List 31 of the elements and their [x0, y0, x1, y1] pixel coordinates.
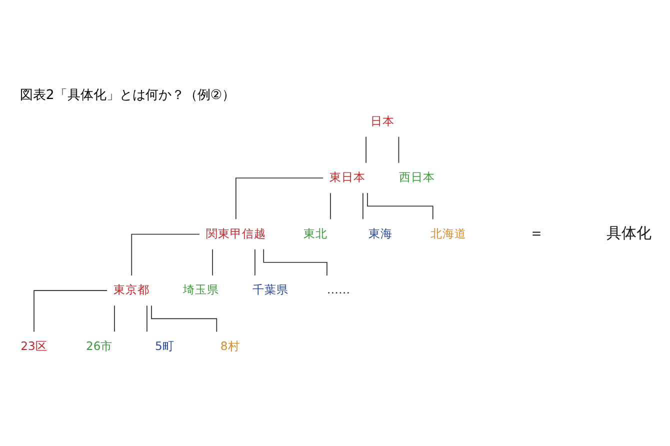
node-text: 関東甲信越	[206, 226, 266, 240]
node-text: 西日本	[399, 170, 436, 184]
connector	[398, 136, 400, 163]
connector	[254, 248, 256, 276]
node-text: 東日本	[330, 170, 366, 184]
connector	[34, 290, 108, 332]
node-text: ……	[326, 282, 350, 296]
node-text: 東海	[368, 226, 393, 240]
connector	[114, 304, 115, 332]
connector	[367, 192, 434, 220]
node-text: 東北	[303, 226, 328, 240]
connector	[330, 192, 331, 220]
node-text: 23区	[20, 338, 48, 352]
node-text: 5町	[155, 338, 174, 352]
node-text: 8村	[220, 338, 240, 352]
connector	[212, 248, 213, 276]
node-text: 日本	[370, 113, 394, 128]
connector	[362, 192, 364, 220]
node-text: 埼玉県	[183, 282, 220, 296]
connector	[263, 248, 328, 276]
connector	[146, 304, 148, 332]
connector	[151, 304, 218, 332]
label: 具体化	[606, 223, 652, 242]
diagram-title: 図表2「具体化」とは何か？（例②）	[20, 88, 236, 103]
node-text: 千葉県	[252, 282, 289, 296]
connector	[131, 233, 200, 276]
label: ＝	[528, 223, 544, 242]
node-text: 東京都	[114, 282, 150, 296]
node-text: 26市	[86, 338, 113, 352]
node-text: 北海道	[430, 226, 467, 240]
connector	[236, 177, 324, 220]
